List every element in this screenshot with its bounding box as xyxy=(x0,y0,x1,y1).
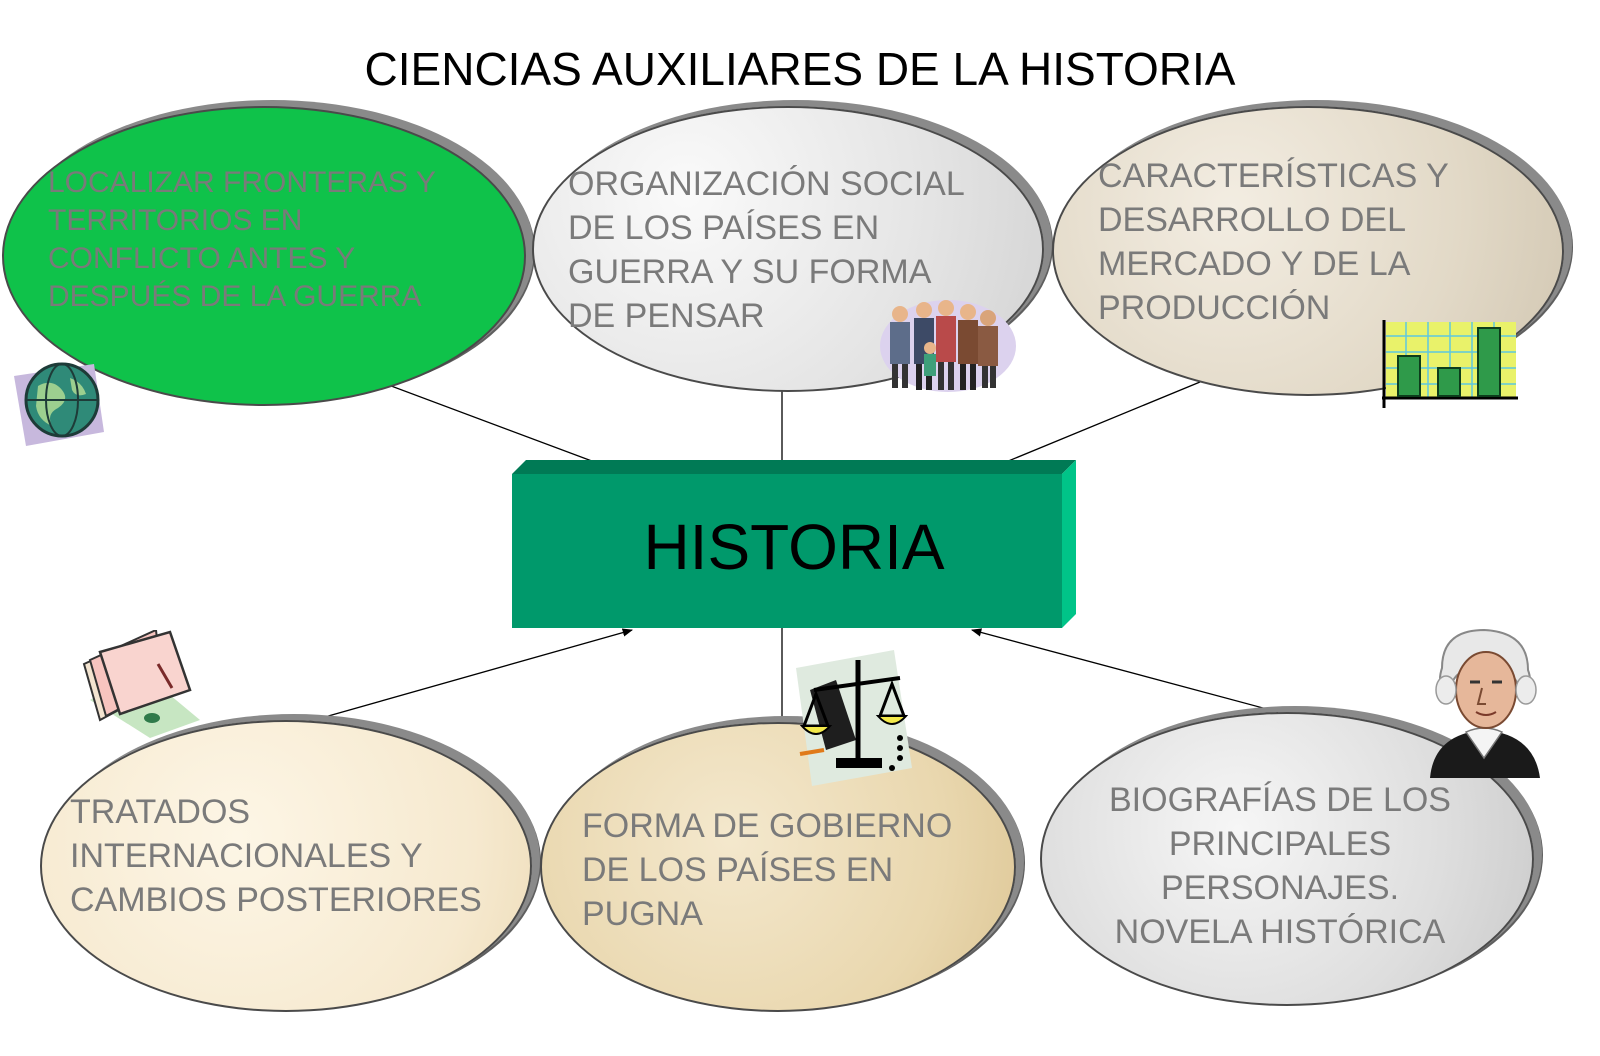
portrait-icon xyxy=(1430,628,1540,778)
node-forma-gobierno xyxy=(540,722,1016,1012)
node-tratados xyxy=(40,720,532,1012)
bar-chart-icon xyxy=(1382,320,1518,408)
arrow-e6 xyxy=(970,628,1279,713)
document-folder-icon xyxy=(82,630,200,738)
node-fronteras xyxy=(2,106,526,406)
historia-label: HISTORIA xyxy=(643,511,945,583)
arrow-e4 xyxy=(299,628,634,725)
scales-of-justice-icon xyxy=(796,650,912,786)
diagram-title: CIENCIAS AUXILIARES DE LA HISTORIA xyxy=(364,43,1236,95)
people-group-icon xyxy=(880,300,1016,392)
globe-icon xyxy=(14,362,104,446)
historia-block xyxy=(512,460,1076,628)
